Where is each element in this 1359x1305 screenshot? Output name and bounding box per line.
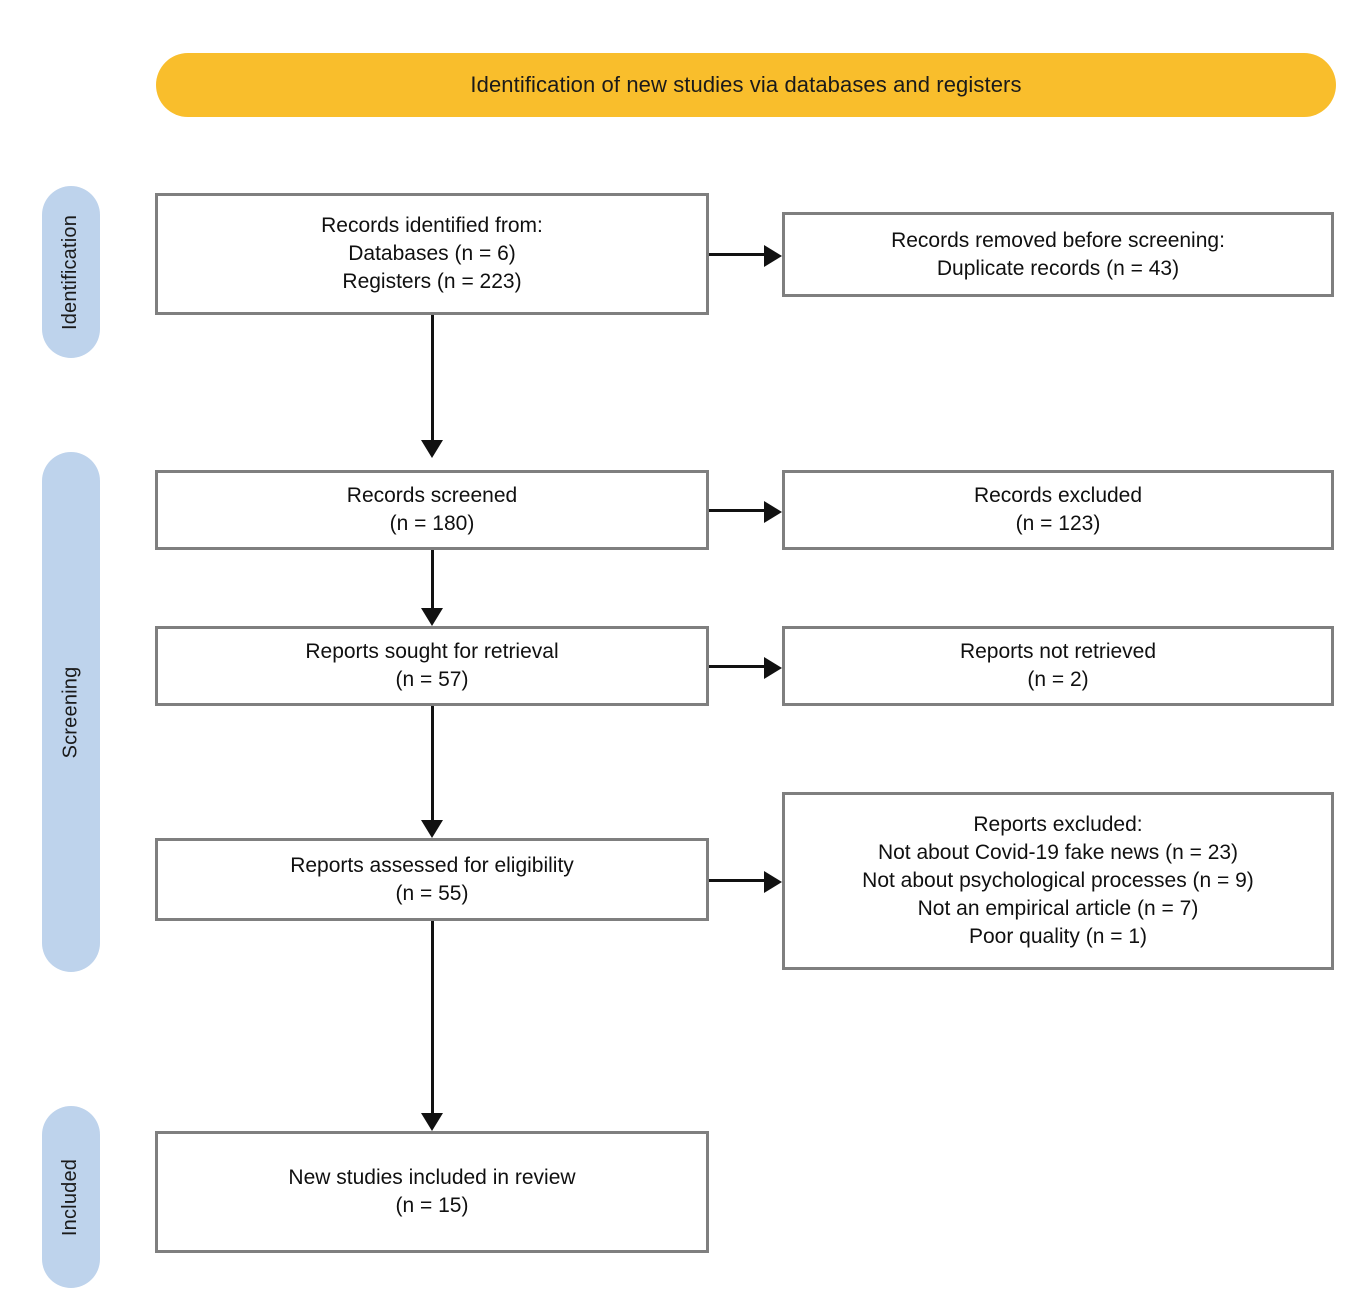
box-records-identified: Records identified from: Databases (n = … xyxy=(155,193,709,315)
box-line: (n = 123) xyxy=(1015,512,1101,535)
box-line: Reports not retrieved xyxy=(959,640,1157,664)
arrowhead-down-icon xyxy=(421,820,443,838)
stage-pill-included: Included xyxy=(42,1106,100,1288)
box-line: Not about psychological processes (n = 9… xyxy=(862,869,1254,893)
arrowhead-down-icon xyxy=(421,608,443,626)
diagram-title: Identification of new studies via databa… xyxy=(470,71,1022,97)
box-line: Reports sought for retrieval xyxy=(305,640,559,664)
box-line: Poor quality (n = 1) xyxy=(968,924,1147,948)
box-line: Duplicate records (n = 43) xyxy=(936,256,1180,280)
connector-assessed-to-reports-excluded xyxy=(709,879,766,882)
stage-pill-identification: Identification xyxy=(42,186,100,358)
arrowhead-right-icon xyxy=(764,501,782,523)
box-line: (n = 180) xyxy=(389,512,475,535)
arrowhead-right-icon xyxy=(764,871,782,893)
connector-screened-to-excluded xyxy=(709,509,766,512)
box-line: Records removed before screening: xyxy=(891,228,1225,252)
connector-screened-to-sought xyxy=(431,550,434,610)
arrowhead-right-icon xyxy=(764,245,782,267)
box-new-studies-included-in-review: New studies included in review (n = 15) xyxy=(155,1131,709,1253)
arrowhead-right-icon xyxy=(764,657,782,679)
diagram-header-banner: Identification of new studies via databa… xyxy=(156,53,1336,117)
box-line: Databases (n = 6) xyxy=(348,242,516,266)
stage-pill-screening: Screening xyxy=(42,452,100,972)
connector-assessed-to-included xyxy=(431,921,434,1115)
box-line: Not an empirical article (n = 7) xyxy=(917,896,1199,920)
box-line: Reports excluded: xyxy=(973,813,1143,837)
box-line: (n = 55) xyxy=(395,881,469,905)
connector-sought-to-not-retrieved xyxy=(709,665,766,668)
stage-label-included: Included xyxy=(59,1158,82,1236)
connector-identified-to-screened xyxy=(431,315,434,455)
box-line: Records excluded xyxy=(973,484,1143,508)
box-line: Not about Covid-19 fake news (n = 23) xyxy=(877,841,1239,865)
box-line: Registers (n = 223) xyxy=(342,269,522,293)
box-records-excluded: Records excluded (n = 123) xyxy=(782,470,1334,550)
box-line: New studies included in review xyxy=(288,1166,576,1190)
connector-identified-to-removed xyxy=(709,253,766,256)
box-reports-sought-for-retrieval: Reports sought for retrieval (n = 57) xyxy=(155,626,709,706)
box-line: (n = 15) xyxy=(395,1194,469,1217)
stage-label-screening: Screening xyxy=(59,666,82,758)
arrowhead-down-icon xyxy=(421,440,443,458)
stage-label-identification: Identification xyxy=(59,214,82,330)
box-records-screened: Records screened (n = 180) xyxy=(155,470,709,550)
arrowhead-down-icon xyxy=(421,1113,443,1131)
box-line: (n = 2) xyxy=(1027,668,1089,691)
connector-sought-to-assessed xyxy=(431,706,434,822)
box-reports-not-retrieved: Reports not retrieved (n = 2) xyxy=(782,626,1334,706)
box-line: (n = 57) xyxy=(395,668,469,691)
box-reports-excluded: Reports excluded: Not about Covid-19 fak… xyxy=(782,792,1334,970)
box-records-removed-before-screening: Records removed before screening: Duplic… xyxy=(782,212,1334,297)
box-reports-assessed-for-eligibility: Reports assessed for eligibility (n = 55… xyxy=(155,838,709,921)
box-line: Records screened xyxy=(346,484,518,508)
box-line: Records identified from: xyxy=(321,214,543,238)
box-line: Reports assessed for eligibility xyxy=(290,853,574,877)
